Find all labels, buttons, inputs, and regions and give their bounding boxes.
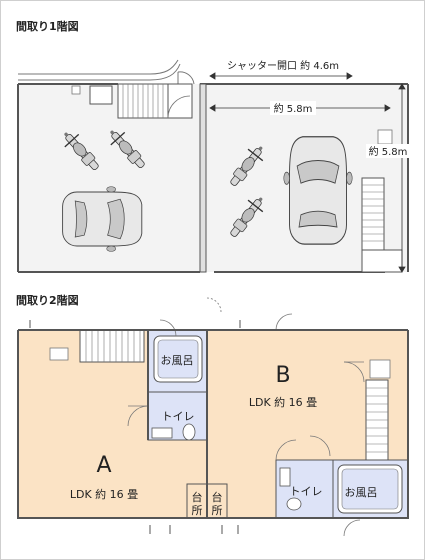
- kitchen-label-char: 所: [212, 504, 223, 517]
- unit-b-letter: B: [275, 363, 290, 388]
- unit-a-letter: A: [96, 453, 111, 478]
- width-dimension-label: 約 5.8m: [274, 102, 313, 115]
- unit-a-bath-label: お風呂: [161, 354, 194, 367]
- sink-icon: [279, 467, 291, 487]
- floor2-stairs-right: [365, 359, 391, 461]
- floor2-plan: A LDK 約 16 畳 B LDK 約 16 畳 お風呂 トイレ トイレ お風…: [17, 297, 409, 537]
- floor2-stairs-left: [49, 329, 145, 363]
- unit-a-floor: [18, 330, 207, 518]
- shutter-dimension-label: シャッター開口 約 4.6m: [227, 59, 339, 72]
- unit-b-kitchen-label: 台所: [212, 490, 223, 517]
- floor1-stairs-left: [71, 83, 169, 119]
- partition-wall: [199, 83, 207, 273]
- kitchen-label-char: 所: [192, 504, 203, 517]
- toilet-icon: [286, 497, 302, 511]
- floor1-plan: シャッター開口 約 4.6m 約 5.8m 約 5.8m: [17, 58, 410, 273]
- car-icon: [283, 136, 353, 245]
- unit-b-bath-label: お風呂: [345, 486, 378, 499]
- floor1-heading: 間取り1階図: [16, 20, 79, 33]
- sink-icon: [151, 427, 173, 439]
- unit-a-toilet-label: トイレ: [162, 410, 195, 423]
- unit-b-floor: [207, 330, 408, 518]
- floor2-heading: 間取り2階図: [16, 294, 79, 307]
- unit-b-toilet-label: トイレ: [290, 485, 323, 498]
- unit-b-ldk-label: LDK 約 16 畳: [249, 395, 317, 409]
- toilet-icon: [182, 423, 196, 441]
- unit-a-ldk-label: LDK 約 16 畳: [70, 487, 138, 501]
- kitchen-label-char: 台: [212, 490, 223, 504]
- car-icon: [62, 186, 143, 252]
- unit-a-kitchen-label: 台所: [192, 490, 203, 517]
- floor1-stairs-right: [361, 129, 403, 273]
- depth-dimension-label: 約 5.8m: [369, 145, 408, 158]
- kitchen-label-char: 台: [192, 490, 203, 504]
